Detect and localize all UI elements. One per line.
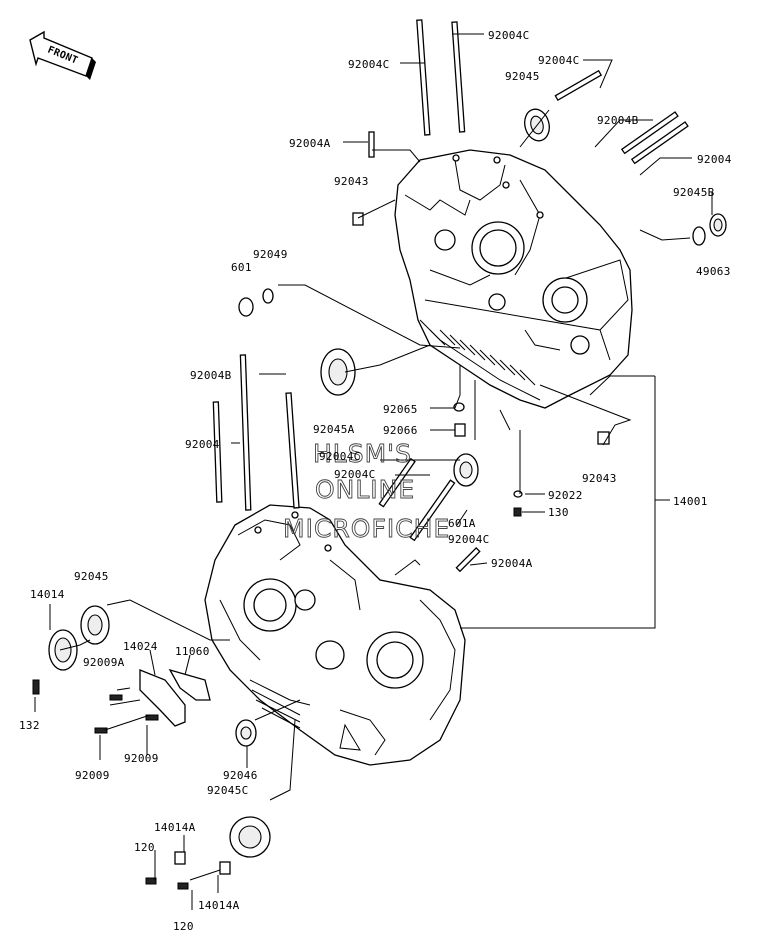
label-601[interactable]: 601 (231, 261, 252, 274)
label-92004c-right[interactable]: 92004C (538, 54, 580, 67)
label-92009-b[interactable]: 92009 (124, 752, 159, 765)
label-92004c-mid1[interactable]: 92004C (319, 450, 361, 463)
leader-lines (34, 33, 713, 910)
label-92004b-mid[interactable]: 92004B (190, 369, 232, 382)
label-92045-left[interactable]: 92045 (74, 570, 109, 583)
label-14024[interactable]: 14024 (123, 640, 158, 653)
bearings (32, 108, 727, 890)
part-labels: 92004C 92004C 92004C 92045 92004B 92004A… (19, 29, 732, 933)
watermark-line-3: MICROFICHE (283, 514, 450, 543)
label-92045-top[interactable]: 92045 (505, 70, 540, 83)
label-601a[interactable]: 601A (448, 517, 476, 530)
lower-crankcase (204, 504, 466, 766)
label-92045c[interactable]: 92045C (207, 784, 249, 797)
label-49063[interactable]: 49063 (696, 265, 731, 278)
label-92045a[interactable]: 92045A (313, 423, 355, 436)
label-92065[interactable]: 92065 (383, 403, 418, 416)
watermark: HLSM'S ONLINE MICROFICHE (283, 439, 450, 544)
label-92009-a[interactable]: 92009 (75, 769, 110, 782)
label-92004c-left[interactable]: 92004C (348, 58, 390, 71)
label-132[interactable]: 132 (19, 719, 40, 732)
label-92004c-mid3[interactable]: 92004C (448, 533, 490, 546)
label-92009a[interactable]: 92009A (83, 656, 125, 669)
label-14014a-top[interactable]: 14014A (154, 821, 196, 834)
label-92045b[interactable]: 92045B (673, 186, 715, 199)
label-92049[interactable]: 92049 (253, 248, 288, 261)
label-92004c-top[interactable]: 92004C (488, 29, 530, 42)
label-92043-top[interactable]: 92043 (334, 175, 369, 188)
upper-crankcase (394, 149, 633, 409)
label-92004c-mid2[interactable]: 92004C (334, 468, 376, 481)
label-92004-mid[interactable]: 92004 (185, 438, 220, 451)
label-120-bot[interactable]: 120 (173, 920, 194, 933)
label-120-top[interactable]: 120 (134, 841, 155, 854)
label-14014a-bot[interactable]: 14014A (198, 899, 240, 912)
label-92004-right[interactable]: 92004 (697, 153, 732, 166)
label-130[interactable]: 130 (548, 506, 569, 519)
label-92004a-top[interactable]: 92004A (289, 137, 331, 150)
label-92022[interactable]: 92022 (548, 489, 583, 502)
label-92066[interactable]: 92066 (383, 424, 418, 437)
watermark-line-2: ONLINE (315, 475, 415, 504)
label-14001[interactable]: 14001 (673, 495, 708, 508)
label-92004a-mid[interactable]: 92004A (491, 557, 533, 570)
studs (212, 19, 689, 573)
label-92046[interactable]: 92046 (223, 769, 258, 782)
label-11060[interactable]: 11060 (175, 645, 210, 658)
watermark-line-1: HLSM'S (313, 439, 412, 468)
front-arrow-icon: FRONT (29, 30, 96, 80)
label-92004b-top[interactable]: 92004B (597, 114, 639, 127)
label-14014[interactable]: 14014 (30, 588, 65, 601)
label-92043-right[interactable]: 92043 (582, 472, 617, 485)
